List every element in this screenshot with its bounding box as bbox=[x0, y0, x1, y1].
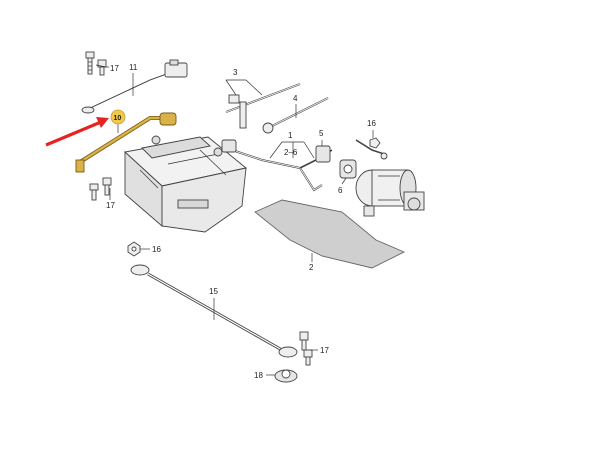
callout-10: 10 bbox=[114, 115, 122, 122]
battery bbox=[124, 135, 248, 233]
insulating-mat bbox=[254, 199, 406, 269]
callout-2: 2 bbox=[309, 263, 314, 272]
callout-16-upper: 16 bbox=[367, 119, 376, 128]
red-pointer-arrow bbox=[45, 117, 109, 147]
callout-11: 11 bbox=[129, 63, 138, 72]
battery-cable-highlighted bbox=[75, 112, 177, 173]
callout-17-lower-right: 17 bbox=[320, 346, 329, 355]
callout-4: 4 bbox=[293, 94, 298, 103]
callout-15: 15 bbox=[209, 287, 218, 296]
callout-17-upper: 17 bbox=[110, 64, 119, 73]
callout-17-lower-left: 17 bbox=[106, 201, 115, 210]
callout-10-badge: 10 bbox=[110, 109, 126, 125]
cable-tie-4 bbox=[262, 97, 329, 134]
callout-6: 6 bbox=[338, 186, 343, 195]
bolt-upper-right bbox=[97, 59, 107, 76]
nut-16-lower bbox=[127, 241, 141, 257]
bolt-lower-right bbox=[102, 177, 112, 196]
cable-tie-3 bbox=[225, 83, 301, 129]
callout-1: 1 bbox=[288, 131, 293, 140]
wiring-harness bbox=[221, 139, 333, 192]
starter-motor bbox=[355, 169, 425, 217]
nut-16-upper bbox=[369, 137, 388, 160]
callout-16-lower: 16 bbox=[152, 245, 161, 254]
connector-6 bbox=[339, 139, 385, 179]
bolt-lower-left bbox=[89, 183, 99, 201]
callout-2-6: 2–6 bbox=[284, 148, 298, 157]
bolt-lower-pair-1 bbox=[299, 331, 309, 351]
bolt-upper-left bbox=[85, 51, 95, 75]
bolt-lower-pair-2 bbox=[303, 349, 313, 366]
earth-strap-upper bbox=[81, 59, 188, 114]
earth-point-18 bbox=[274, 369, 298, 383]
callout-18: 18 bbox=[254, 371, 263, 380]
earth-strap-lower bbox=[130, 264, 298, 358]
callout-5: 5 bbox=[319, 129, 324, 138]
callout-3: 3 bbox=[233, 68, 238, 77]
